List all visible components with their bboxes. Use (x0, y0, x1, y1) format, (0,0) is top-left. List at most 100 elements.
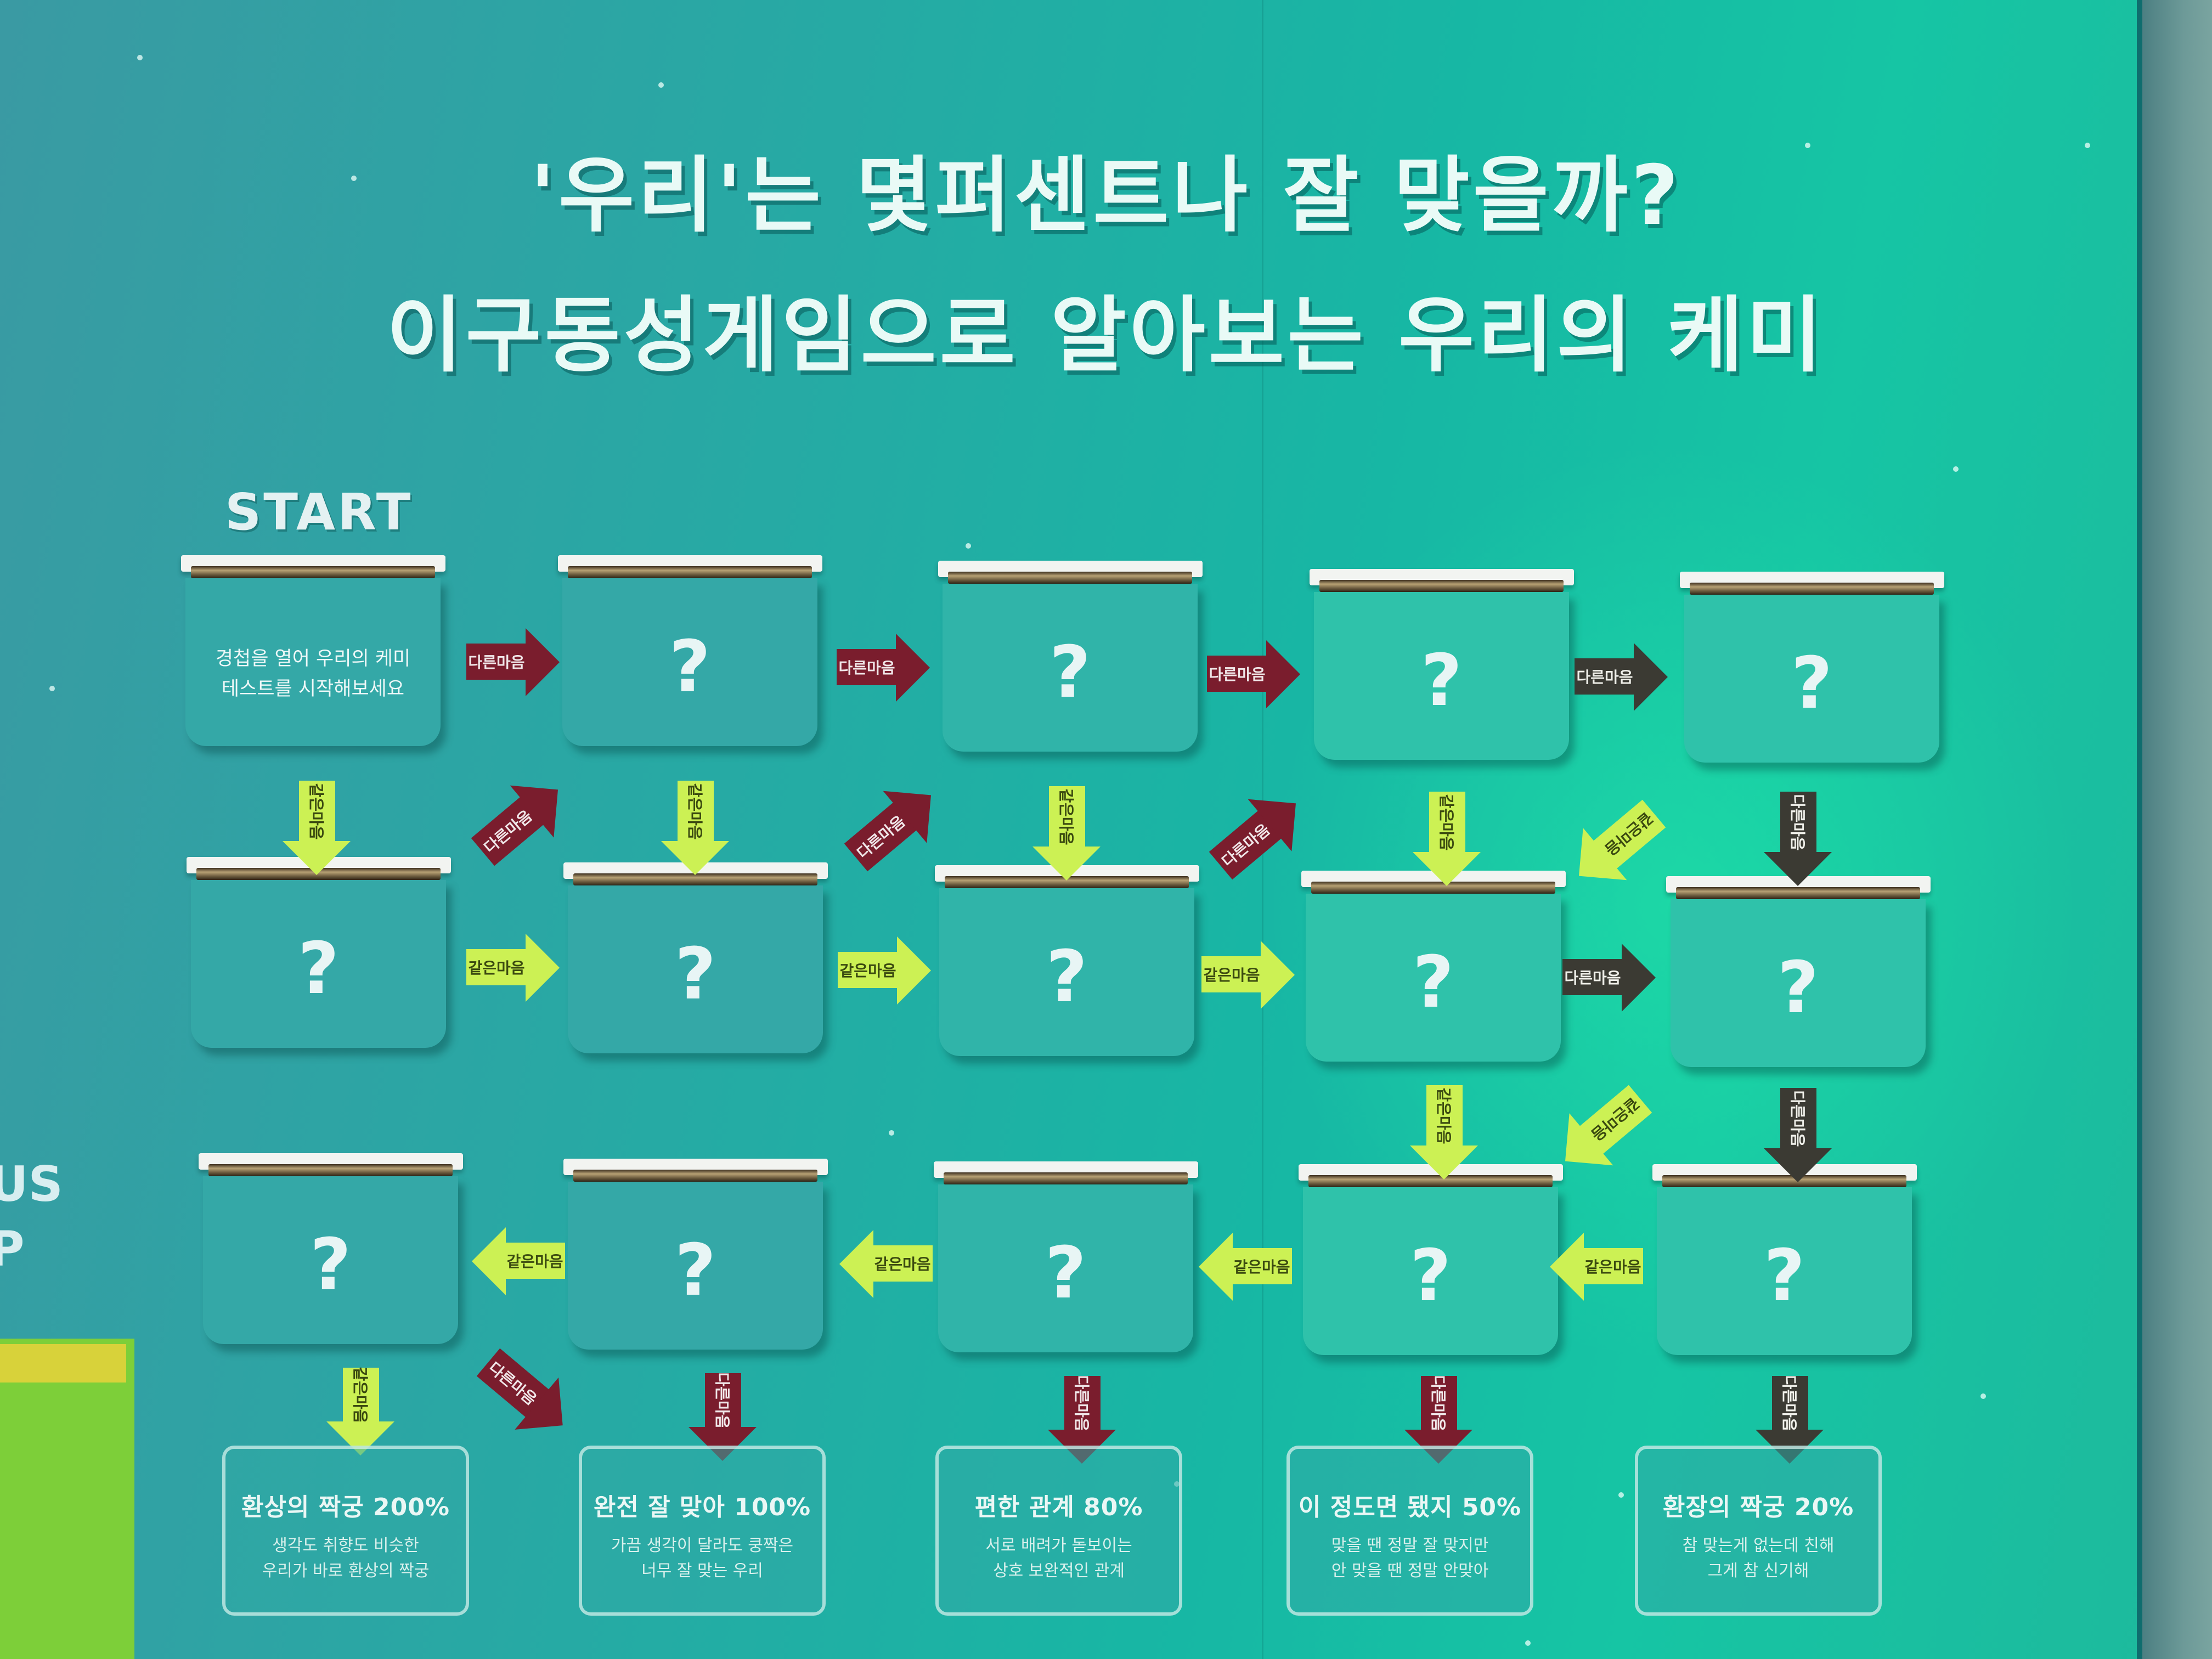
arrow-label: 같은마음 (1583, 1248, 1643, 1284)
flap-card[interactable]: ? (1666, 876, 1931, 1067)
flap-card[interactable]: ? (558, 555, 822, 746)
arrow-label: 같은마음 (466, 949, 527, 985)
arrow-head (1266, 640, 1300, 708)
result-line: 상호 보완적인 관계 (993, 1561, 1125, 1581)
speck (1618, 1492, 1624, 1498)
flap-card[interactable]: ? (199, 1153, 463, 1344)
flap-card[interactable]: ? (1680, 572, 1944, 763)
title-line-2: 이구동성게임으로 알아보는 우리의 케미 (386, 288, 1826, 383)
result-title: 환장의 짝궁 20% (1662, 1493, 1854, 1521)
arrow-head (1550, 1233, 1584, 1301)
question-mark: ? (309, 1223, 352, 1306)
arrow-label: 다른마음 (705, 1372, 741, 1429)
arrow-head (1410, 1146, 1478, 1180)
same-arrow-down: 같은마음 (283, 781, 351, 877)
same-arrow-left: 같은마음 (1550, 1233, 1643, 1301)
flap-card[interactable]: ? (1299, 1164, 1563, 1355)
same-arrow-right: 같은마음 (838, 936, 931, 1005)
flap-card[interactable]: ? (1652, 1164, 1917, 1355)
arrow-head (1413, 852, 1481, 886)
same-arrow-right: 같은마음 (1201, 941, 1295, 1009)
arrow-label: 같은마음 (1426, 1085, 1463, 1147)
result-title: 이 정도면 됐지 50% (1298, 1493, 1522, 1521)
result-title: 편한 관계 80% (974, 1493, 1143, 1521)
arrow-label: 다른마음 (1064, 1375, 1101, 1432)
arrow-label: 같은마음 (872, 1245, 933, 1282)
hinge (1690, 583, 1934, 595)
card-face: ? (562, 578, 817, 746)
card-face: ? (191, 880, 446, 1048)
arrow-label: 다른마음 (1207, 656, 1267, 692)
same-arrow-down: 같은마음 (661, 781, 729, 877)
flap-card[interactable]: ? (1301, 871, 1566, 1062)
result-title: 환상의 짝궁 200% (241, 1493, 450, 1521)
different-arrow-down: 다른마음 (1764, 1088, 1832, 1184)
result-description: 가끔 생각이 달라도 쿵짝은 너무 잘 맞는 우리 (582, 1533, 822, 1584)
speck (137, 55, 143, 60)
same-arrow-down: 같은마음 (1413, 792, 1481, 888)
arrow-label: 다른마음 (1575, 658, 1635, 695)
card-face: 경첩을 열어 우리의 케미 테스트를 시작해보세요 (185, 578, 441, 746)
arrow-head (896, 634, 930, 702)
same-arrow-left: 같은마음 (839, 1230, 933, 1298)
flap-card[interactable]: ? (1310, 569, 1574, 760)
start-flap-card[interactable]: 경첩을 열어 우리의 케미 테스트를 시작해보세요 (181, 555, 445, 746)
flap-card[interactable]: ? (563, 1159, 828, 1350)
result-line: 서로 배려가 돋보이는 (985, 1536, 1132, 1555)
arrow-head (283, 841, 351, 875)
arrow-head (472, 1227, 506, 1295)
hinge (573, 1170, 817, 1182)
result-line: 안 맞을 땐 정말 안맞아 (1331, 1561, 1489, 1581)
question-mark: ? (1045, 1231, 1087, 1314)
arrow-label: 다른마음 (1562, 959, 1623, 995)
arrow-label: 다른마음 (1780, 1088, 1816, 1149)
result-box: 이 정도면 됐지 50% 맞을 땐 정말 잘 맞지만 안 맞을 땐 정말 안맞아 (1286, 1446, 1533, 1616)
result-description: 맞을 땐 정말 잘 맞지만 안 맞을 땐 정말 안맞아 (1290, 1533, 1530, 1584)
flap-card[interactable]: ? (938, 561, 1203, 752)
arrow-head (526, 934, 560, 1002)
card-face: ? (203, 1176, 458, 1344)
different-arrow-right: 다른마음 (1562, 944, 1656, 1012)
question-mark: ? (1791, 641, 1833, 725)
question-mark: ? (1777, 946, 1819, 1029)
speck (2085, 143, 2090, 148)
flap-card[interactable]: ? (934, 1161, 1198, 1352)
hinge (573, 873, 817, 885)
card-face: ? (1657, 1187, 1912, 1355)
arrow-label: 다른마음 (1772, 1375, 1808, 1432)
start-label: START (225, 483, 413, 541)
card-face: ? (1314, 592, 1569, 760)
result-description: 생각도 취향도 비슷한 우리가 바로 환상의 짝궁 (225, 1533, 466, 1584)
card-face: ? (1303, 1187, 1558, 1355)
arrow-label: 다른마음 (1780, 792, 1816, 853)
arrow-head (1199, 1233, 1233, 1301)
result-line: 우리가 바로 환상의 짝궁 (262, 1561, 430, 1581)
arrow-label: 다른마음 (466, 644, 527, 680)
arrow-label: 같은마음 (678, 781, 714, 842)
flap-card[interactable]: ? (563, 862, 828, 1053)
speck (658, 82, 664, 88)
result-line: 맞을 땐 정말 잘 맞지만 (1331, 1536, 1489, 1555)
flap-card[interactable]: ? (187, 857, 451, 1048)
arrow-label: 같은마음 (343, 1367, 379, 1424)
speck (49, 686, 55, 691)
arrow-label: 같은마음 (1201, 956, 1262, 992)
different-arrow-down: 다른마음 (1764, 792, 1832, 888)
hinge (208, 1164, 453, 1176)
card-face: ? (568, 1182, 823, 1350)
card-face: ? (939, 888, 1194, 1056)
result-description: 서로 배려가 돋보이는 상호 보완적인 관계 (939, 1533, 1179, 1584)
side-sign-line: P (0, 1221, 25, 1277)
question-mark: ? (1763, 1234, 1805, 1317)
side-sign-text: US P (0, 1152, 63, 1282)
question-mark: ? (1046, 935, 1088, 1018)
question-mark: ? (1049, 630, 1091, 714)
question-mark: ? (669, 625, 711, 708)
speck (1953, 466, 1959, 472)
result-line: 가끔 생각이 달라도 쿵짝은 (611, 1536, 794, 1555)
flap-card[interactable]: ? (935, 865, 1199, 1056)
arrow-head (1764, 852, 1832, 886)
arrow-head (897, 936, 931, 1005)
question-mark: ? (1412, 940, 1454, 1024)
